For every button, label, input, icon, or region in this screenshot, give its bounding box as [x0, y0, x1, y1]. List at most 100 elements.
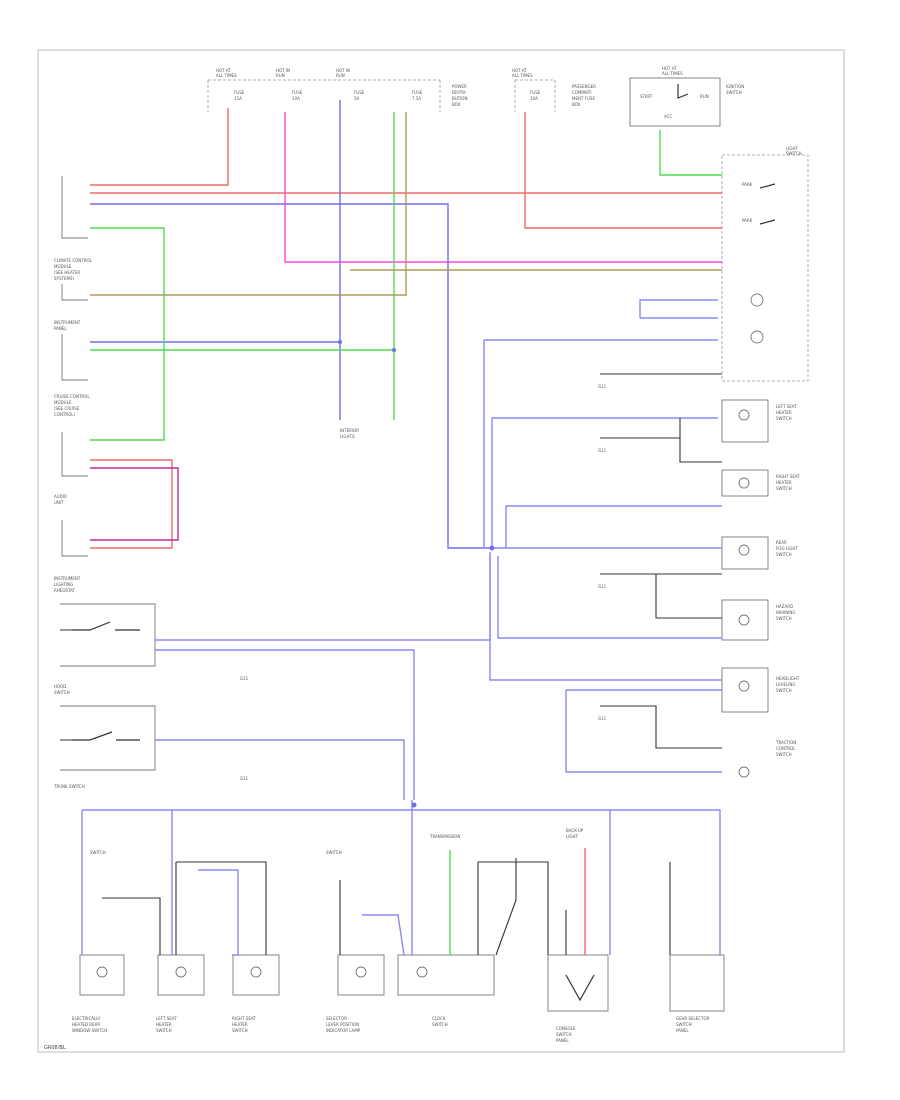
svg-text:RUN: RUN [276, 73, 285, 78]
svg-text:LEFT SEAT: LEFT SEAT [776, 404, 797, 409]
svg-text:HOT AT: HOT AT [216, 68, 231, 73]
svg-text:SWITCH: SWITCH [786, 151, 802, 156]
svg-text:G11: G11 [598, 716, 607, 721]
svg-text:INDICATOR LAMP: INDICATOR LAMP [326, 1028, 361, 1033]
svg-text:FUSE: FUSE [412, 90, 423, 95]
svg-text:POWER: POWER [452, 84, 467, 89]
wire-olive-1 [90, 112, 722, 296]
traction-control-switch: TRACTION CONTROL SWITCH [738, 740, 796, 778]
svg-text:ALL TIMES: ALL TIMES [216, 73, 237, 78]
climate-control-module: CLIMATE CONTROL MODULE (SEE HEATER SYSTE… [54, 176, 93, 301]
svg-text:TRACTION: TRACTION [775, 740, 796, 745]
svg-text:SYSTEMS): SYSTEMS) [54, 276, 74, 281]
svg-text:INSTRUMENT: INSTRUMENT [54, 576, 81, 581]
wire-blue-bus-bottom [81, 800, 721, 956]
svg-text:LIGHT: LIGHT [566, 834, 579, 839]
svg-text:HEATER: HEATER [776, 410, 792, 415]
ignition-switch: HOT AT ALL TIMES IGNITION SWITCH START R… [629, 66, 744, 127]
svg-text:TRUNK SWITCH: TRUNK SWITCH [53, 784, 85, 789]
svg-text:HEATER: HEATER [156, 1022, 172, 1027]
svg-text:BOX: BOX [572, 102, 581, 107]
svg-text:GEAR SELECTOR: GEAR SELECTOR [676, 1016, 710, 1021]
svg-text:FOG LIGHT: FOG LIGHT [776, 546, 798, 551]
svg-text:SWITCH: SWITCH [776, 752, 792, 757]
svg-text:PANEL: PANEL [556, 1038, 569, 1043]
svg-text:AUDIO: AUDIO [54, 494, 67, 499]
svg-text:RIGHT SEAT: RIGHT SEAT [232, 1016, 256, 1021]
wire-red-audio [90, 459, 173, 549]
svg-text:SWITCH: SWITCH [776, 416, 792, 421]
svg-text:(SEE CRUISE: (SEE CRUISE [54, 406, 80, 411]
fuse-block-3: HOT IN RUN FUSE 5A FUSE 7.5A [336, 68, 441, 112]
svg-text:WINDOW SWITCH: WINDOW SWITCH [72, 1028, 107, 1033]
svg-text:G11: G11 [598, 384, 607, 389]
wire-blue-2 [90, 203, 490, 549]
svg-text:REAR: REAR [776, 540, 787, 545]
svg-text:PANEL: PANEL [676, 1028, 689, 1033]
svg-text:LIGHTING: LIGHTING [54, 582, 73, 587]
svg-text:HEATED REAR: HEATED REAR [72, 1022, 100, 1027]
svg-text:START: START [640, 94, 653, 99]
wire-red-1 [90, 108, 229, 186]
power-distribution-label: POWER DISTRI- BUTION BOX [452, 84, 467, 107]
svg-text:SWITCH: SWITCH [776, 552, 792, 557]
wire-green-1 [659, 130, 722, 176]
svg-text:RIGHT SEAT: RIGHT SEAT [776, 474, 800, 479]
svg-text:FUSE: FUSE [354, 90, 365, 95]
svg-text:SWITCH: SWITCH [726, 90, 742, 95]
cruise-control-module: CRUISE CONTROL MODULE (SEE CRUISE CONTRO… [54, 394, 90, 477]
light-switch: LIGHT SWITCH PARK PARK [721, 146, 809, 382]
svg-text:ALL TIMES: ALL TIMES [512, 73, 533, 78]
svg-text:ELECTRICALLY: ELECTRICALLY [72, 1016, 101, 1021]
svg-text:HEATER: HEATER [776, 480, 792, 485]
svg-text:UNIT: UNIT [54, 500, 64, 505]
svg-text:FUSE: FUSE [530, 90, 541, 95]
svg-text:CLOCK: CLOCK [432, 1016, 446, 1021]
svg-text:SWITCH: SWITCH [90, 850, 106, 855]
svg-text:IGNITION: IGNITION [726, 84, 744, 89]
splice-points [338, 340, 495, 808]
svg-text:FUSE: FUSE [292, 90, 303, 95]
svg-text:SWITCH: SWITCH [54, 690, 70, 695]
left-seat-heater-switch: LEFT SEAT HEATER SWITCH [721, 399, 797, 443]
svg-text:G11: G11 [240, 676, 249, 681]
svg-text:RUN: RUN [700, 94, 709, 99]
wire-blue-main-trunk [483, 299, 722, 681]
svg-text:CLIMATE CONTROL: CLIMATE CONTROL [54, 258, 93, 263]
svg-text:SWITCH: SWITCH [776, 688, 792, 693]
svg-text:SWITCH: SWITCH [556, 1032, 572, 1037]
svg-text:SWITCH: SWITCH [776, 616, 792, 621]
wire-violet-audio [90, 467, 179, 541]
svg-text:SWITCH: SWITCH [156, 1028, 172, 1033]
svg-text:WARNING: WARNING [776, 610, 796, 615]
svg-text:HEATER: HEATER [232, 1022, 248, 1027]
svg-text:SWITCH: SWITCH [432, 1022, 448, 1027]
svg-text:INSTRUMENT: INSTRUMENT [54, 320, 81, 325]
wire-blue-right-bottom [565, 689, 722, 773]
svg-text:LEFT SEAT: LEFT SEAT [156, 1016, 177, 1021]
svg-text:HOOD: HOOD [54, 684, 66, 689]
svg-text:MODULE: MODULE [54, 400, 72, 405]
svg-text:HEADLIGHT: HEADLIGHT [776, 676, 800, 681]
headlight-leveling-switch: HEADLIGHT LEVELING SWITCH [721, 667, 800, 713]
svg-text:ALL TIMES: ALL TIMES [662, 71, 683, 76]
right-seat-heater-switch: RIGHT SEAT HEATER SWITCH [721, 469, 800, 497]
diagram-frame [37, 49, 845, 1053]
svg-text:SWITCH: SWITCH [232, 1028, 248, 1033]
svg-text:ACC: ACC [664, 114, 672, 119]
svg-text:DISTRI-: DISTRI- [452, 90, 467, 95]
svg-text:G11: G11 [598, 448, 607, 453]
fuse-block-2: HOT IN RUN FUSE 10A [276, 68, 303, 101]
wire-green-2 [90, 227, 165, 441]
svg-text:SWITCH: SWITCH [326, 850, 342, 855]
wire-pink-1 [284, 112, 722, 263]
svg-text:SWITCH: SWITCH [676, 1022, 692, 1027]
wire-blue-trunk [155, 739, 405, 800]
svg-text:BACK-UP: BACK-UP [566, 828, 584, 833]
svg-text:HOT IN: HOT IN [276, 68, 290, 73]
svg-text:INTERIOR: INTERIOR [340, 428, 359, 433]
svg-text:PANEL: PANEL [54, 326, 67, 331]
svg-text:15A: 15A [234, 96, 242, 101]
svg-text:CONTROL): CONTROL) [54, 412, 76, 417]
